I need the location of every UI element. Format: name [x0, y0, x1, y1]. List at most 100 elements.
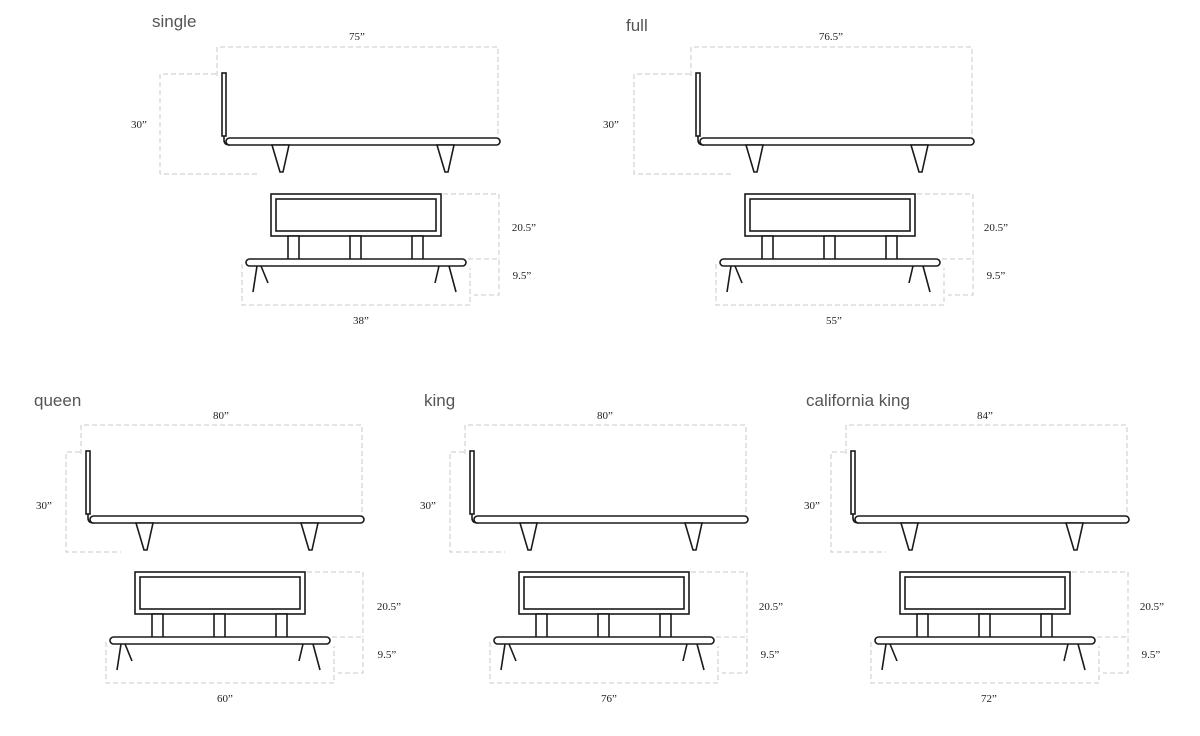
headboard-panel [523, 576, 685, 610]
headboard-post [151, 613, 164, 639]
leg-side [518, 522, 538, 551]
headboard-side [221, 72, 227, 137]
bed-width-label: 72” [981, 693, 997, 705]
headboard-side [469, 450, 475, 515]
width-dimension-line [241, 264, 471, 306]
leg-side [909, 144, 929, 173]
front-view [715, 193, 974, 306]
size-title: california king [806, 391, 910, 410]
front-view [489, 571, 748, 684]
legs-front [500, 643, 705, 671]
headboard-height-dimension-line [443, 193, 500, 259]
leg-side [299, 522, 319, 551]
headboard-post [916, 613, 929, 639]
leg-side [899, 522, 919, 551]
width-dimension-line [715, 264, 945, 306]
height-dimension-line [65, 451, 121, 553]
side-view [830, 424, 1130, 553]
headboard-height-dimension-line [917, 193, 974, 259]
bed-width-label: 55” [826, 315, 842, 327]
platform-front [874, 636, 1096, 645]
legs-front [116, 643, 321, 671]
headboard-height-label: 20.5” [377, 601, 401, 613]
leg-side [134, 522, 154, 551]
platform-front [109, 636, 331, 645]
leg-side [270, 144, 290, 173]
leg-side [744, 144, 764, 173]
bed-height-label: 30” [420, 500, 436, 512]
length-dimension-line [80, 424, 363, 518]
platform-side [89, 515, 365, 524]
headboard-height-dimension-line [1072, 571, 1129, 637]
headboard-post [213, 613, 226, 639]
bed-length-label: 84” [977, 410, 993, 422]
platform-side [699, 137, 975, 146]
platform-front [493, 636, 715, 645]
legs-front [726, 265, 931, 293]
headboard-post [1040, 613, 1053, 639]
headboard-height-label: 20.5” [512, 222, 536, 234]
bed-length-label: 80” [213, 410, 229, 422]
headboard-panel [749, 198, 911, 232]
headboard-post [275, 613, 288, 639]
side-view [633, 46, 975, 175]
length-dimension-line [690, 46, 973, 140]
leg-height-label: 9.5” [761, 649, 780, 661]
leg-height-dimension-line [468, 258, 500, 296]
legs-front [881, 643, 1086, 671]
headboard-height-label: 20.5” [759, 601, 783, 613]
headboard-height-dimension-line [307, 571, 364, 637]
front-view [870, 571, 1129, 684]
headboard-side [85, 450, 91, 515]
headboard-post [349, 235, 362, 261]
headboard-height-label: 20.5” [984, 222, 1008, 234]
bed-width-label: 38” [353, 315, 369, 327]
headboard-height-dimension-line [691, 571, 748, 637]
headboard-panel [904, 576, 1066, 610]
length-dimension-line [464, 424, 747, 518]
leg-height-dimension-line [1097, 636, 1129, 674]
bed-width-label: 60” [217, 693, 233, 705]
bed-diagram-queen: queen 80” 30” 20.5” 9.5” 60” [34, 391, 401, 705]
bed-length-label: 76.5” [819, 31, 843, 43]
headboard-post [411, 235, 424, 261]
height-dimension-line [159, 73, 257, 175]
bed-height-label: 30” [603, 119, 619, 131]
leg-height-dimension-line [942, 258, 974, 296]
headboard-panel [139, 576, 301, 610]
bed-diagram-king: king 80” 30” 20.5” 9.5” 76” [420, 391, 783, 705]
length-dimension-line [216, 46, 499, 140]
front-view [241, 193, 500, 306]
side-view [159, 46, 501, 175]
headboard-post [659, 613, 672, 639]
leg-height-label: 9.5” [378, 649, 397, 661]
headboard-height-label: 20.5” [1140, 601, 1164, 613]
platform-front [245, 258, 467, 267]
width-dimension-line [870, 642, 1100, 684]
front-view [105, 571, 364, 684]
size-title: full [626, 16, 648, 35]
headboard-post [823, 235, 836, 261]
size-title: single [152, 12, 196, 31]
headboard-side [695, 72, 701, 137]
bed-width-label: 76” [601, 693, 617, 705]
headboard-post [885, 235, 898, 261]
headboard-post [978, 613, 991, 639]
size-title: queen [34, 391, 81, 410]
bed-height-label: 30” [36, 500, 52, 512]
height-dimension-line [449, 451, 505, 553]
leg-height-label: 9.5” [513, 270, 532, 282]
headboard-post [597, 613, 610, 639]
platform-front [719, 258, 941, 267]
leg-height-dimension-line [716, 636, 748, 674]
leg-side [1064, 522, 1084, 551]
width-dimension-line [489, 642, 719, 684]
leg-height-label: 9.5” [1142, 649, 1161, 661]
headboard-post [761, 235, 774, 261]
bed-height-label: 30” [804, 500, 820, 512]
length-dimension-line [845, 424, 1128, 518]
headboard-panel [275, 198, 437, 232]
size-title: king [424, 391, 455, 410]
platform-side [854, 515, 1130, 524]
